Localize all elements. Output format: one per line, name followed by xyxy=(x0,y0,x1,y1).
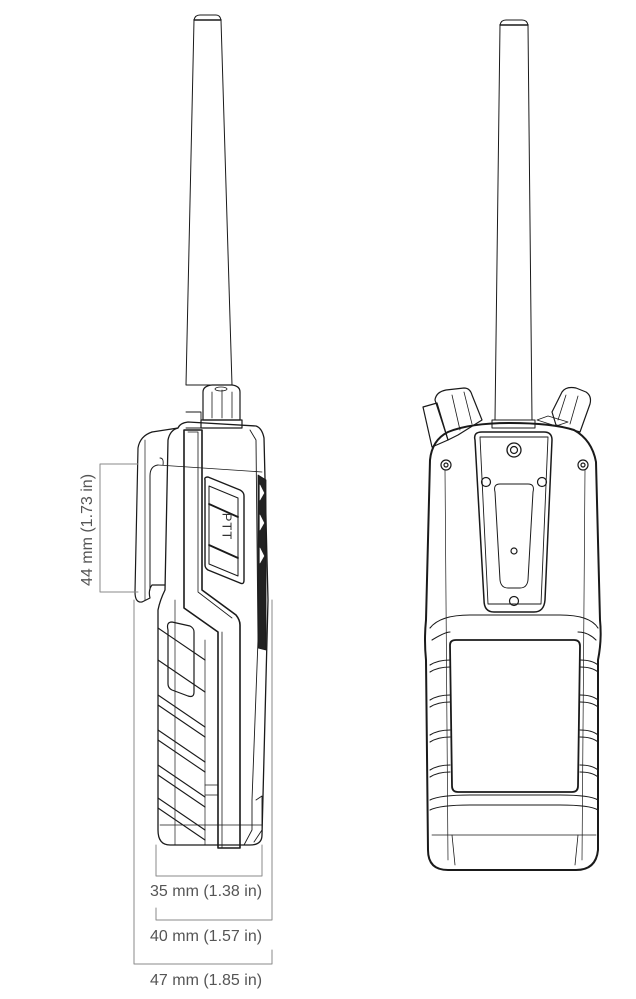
dimension-depth-with-clip: 47 mm (1.85 in) xyxy=(150,972,263,989)
side-volume-knob-icon xyxy=(185,384,243,429)
dimension-depth-with-knob: 40 mm (1.57 in) xyxy=(150,928,263,945)
back-view-radio xyxy=(422,19,602,871)
dimension-depth-body: 35 mm (1.38 in) xyxy=(150,883,263,900)
back-right-knob-icon xyxy=(536,386,592,433)
back-left-knobs-icon xyxy=(422,387,483,448)
dimension-lines xyxy=(99,463,273,965)
side-body xyxy=(157,421,269,849)
screw-icon xyxy=(577,459,589,471)
screw-icon xyxy=(440,459,452,471)
back-ribs xyxy=(429,614,599,811)
battery-label-panel xyxy=(449,639,581,793)
dimension-clip-height: 44 mm (1.73 in) xyxy=(79,473,96,586)
back-belt-clip xyxy=(473,431,553,613)
ptt-label: PTT xyxy=(219,512,235,541)
grip-stripes xyxy=(157,627,206,841)
ptt-button xyxy=(204,476,245,585)
side-belt-clip xyxy=(134,427,179,603)
side-antenna xyxy=(185,14,233,386)
side-view-radio xyxy=(134,14,269,849)
back-antenna xyxy=(491,19,536,429)
side-keys xyxy=(257,474,267,651)
